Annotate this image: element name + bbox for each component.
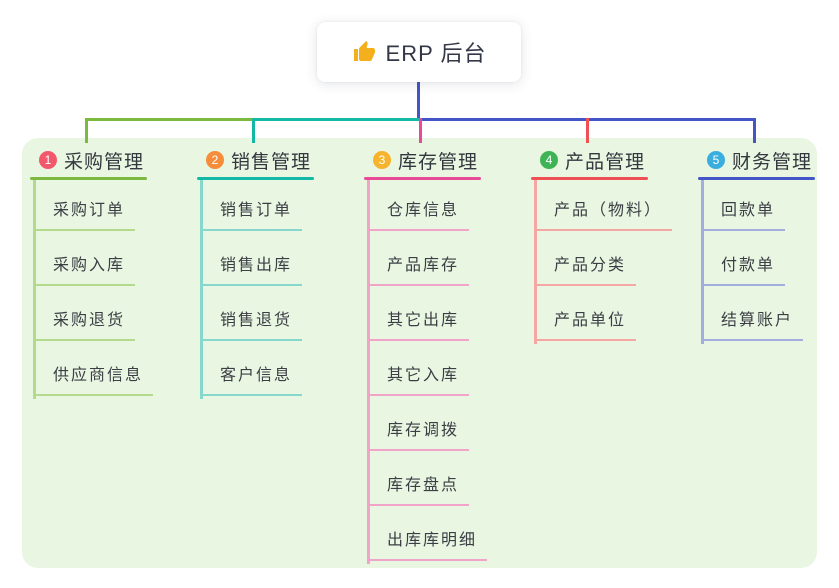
child-node[interactable]: 产品库存: [367, 255, 470, 286]
child-node[interactable]: 产品单位: [534, 310, 637, 341]
child-label: 采购退货: [53, 312, 126, 329]
branch-vline-1: [33, 180, 36, 399]
branch-badge: 5: [707, 151, 725, 169]
child-label: 出库库明细: [387, 532, 478, 549]
child-node[interactable]: 客户信息: [200, 365, 303, 396]
child-node[interactable]: 回款单: [701, 200, 786, 231]
child-node[interactable]: 产品分类: [534, 255, 637, 286]
mindmap-panel: [22, 138, 817, 568]
branch-underline-2: [197, 177, 314, 180]
child-label: 产品单位: [554, 312, 627, 329]
child-node[interactable]: 采购退货: [33, 310, 136, 341]
branch-badge: 2: [206, 151, 224, 169]
child-label: 结算账户: [721, 312, 794, 329]
child-node[interactable]: 采购入库: [33, 255, 136, 286]
child-node[interactable]: 销售订单: [200, 200, 303, 231]
child-node[interactable]: 仓库信息: [367, 200, 470, 231]
child-label: 产品分类: [554, 257, 627, 274]
child-label: 销售订单: [220, 202, 293, 219]
connector-drop-1: [85, 118, 88, 143]
child-label: 销售出库: [220, 257, 293, 274]
branch-underline-5: [698, 177, 815, 180]
child-node[interactable]: 供应商信息: [33, 365, 154, 396]
child-label: 回款单: [721, 202, 776, 219]
child-node[interactable]: 销售出库: [200, 255, 303, 286]
child-label: 产品（物料）: [554, 202, 663, 219]
child-label: 采购入库: [53, 257, 126, 274]
branch-underline-1: [30, 177, 147, 180]
child-node[interactable]: 其它出库: [367, 310, 470, 341]
branch-header-5[interactable]: 5 财务管理: [707, 148, 813, 173]
child-node[interactable]: 销售退货: [200, 310, 303, 341]
connector-drop-2: [252, 118, 255, 143]
child-node[interactable]: 付款单: [701, 255, 786, 286]
connector-horizontal-1: [85, 118, 252, 121]
child-node[interactable]: 结算账户: [701, 310, 804, 341]
child-label: 其它入库: [387, 367, 460, 384]
branch-underline-3: [364, 177, 481, 180]
root-node[interactable]: ERP 后台: [317, 22, 521, 82]
branch-badge: 1: [39, 151, 57, 169]
branch-header-3[interactable]: 3 库存管理: [373, 148, 479, 173]
branch-header-2[interactable]: 2 销售管理: [206, 148, 312, 173]
child-node[interactable]: 产品（物料）: [534, 200, 673, 231]
child-label: 库存盘点: [387, 477, 460, 494]
thumbs-up-icon: [353, 41, 375, 61]
child-label: 其它出库: [387, 312, 460, 329]
branch-header-4[interactable]: 4 产品管理: [540, 148, 646, 173]
branch-label: 采购管理: [64, 151, 145, 173]
child-label: 供应商信息: [53, 367, 144, 384]
branch-vline-4: [534, 180, 537, 344]
child-label: 仓库信息: [387, 202, 460, 219]
branch-badge: 4: [540, 151, 558, 169]
child-label: 采购订单: [53, 202, 126, 219]
child-label: 销售退货: [220, 312, 293, 329]
connector-drop-5: [753, 118, 756, 143]
branch-label: 销售管理: [231, 151, 312, 173]
child-label: 客户信息: [220, 367, 293, 384]
branch-header-1[interactable]: 1 采购管理: [39, 148, 145, 173]
child-node[interactable]: 其它入库: [367, 365, 470, 396]
child-label: 产品库存: [387, 257, 460, 274]
branch-vline-5: [701, 180, 704, 344]
branch-badge: 3: [373, 151, 391, 169]
connector-root-vline: [417, 82, 420, 120]
connector-horizontal-2: [252, 118, 419, 121]
connector-drop-3: [419, 118, 422, 143]
child-node[interactable]: 库存盘点: [367, 475, 470, 506]
branch-label: 库存管理: [398, 151, 479, 173]
child-label: 付款单: [721, 257, 776, 274]
branch-vline-2: [200, 180, 203, 399]
branch-underline-4: [531, 177, 648, 180]
child-node[interactable]: 采购订单: [33, 200, 136, 231]
child-node[interactable]: 库存调拨: [367, 420, 470, 451]
connector-drop-4: [586, 118, 589, 143]
child-node[interactable]: 出库库明细: [367, 530, 488, 561]
root-title: ERP 后台: [385, 41, 487, 66]
child-label: 库存调拨: [387, 422, 460, 439]
branch-label: 财务管理: [732, 151, 813, 173]
branch-vline-3: [367, 180, 370, 564]
branch-label: 产品管理: [565, 151, 646, 173]
